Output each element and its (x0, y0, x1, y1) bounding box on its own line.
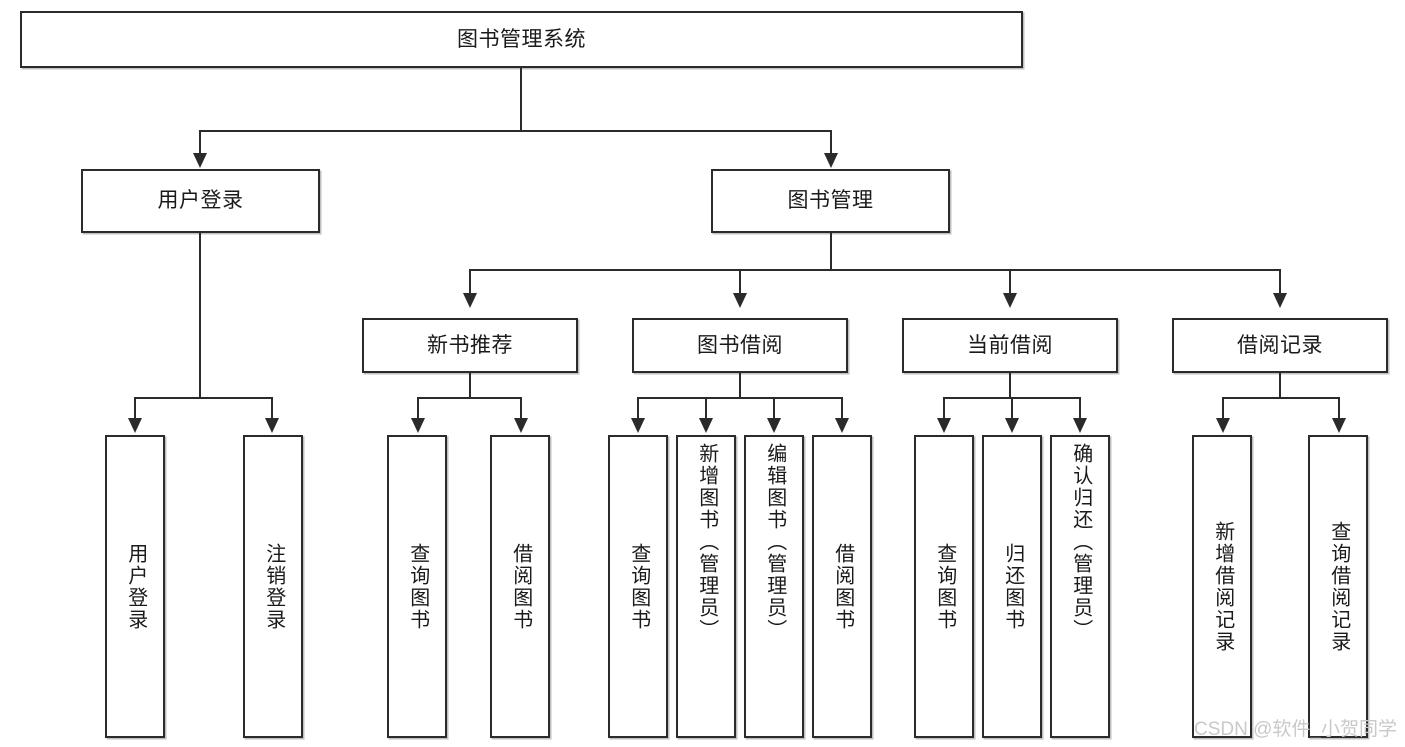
edge-user-login-leaf-2 (271, 397, 273, 419)
edge-user-login-stem (199, 233, 201, 397)
leaf-cb-return-book-label: 归还图书 (1001, 542, 1024, 631)
node-borrow-record-label: 借阅记录 (1237, 333, 1323, 357)
node-root-system-label: 图书管理系统 (457, 27, 586, 51)
edge-bb-stem (739, 373, 741, 397)
leaf-nbr-borrow-book[interactable]: 借阅图书 (490, 435, 550, 738)
node-new-book-recommend-label: 新书推荐 (427, 333, 513, 357)
arrowhead-cb-leaf-3 (1073, 418, 1087, 433)
arrowhead-user-login (193, 153, 207, 168)
edge-nbr-leaf-1 (417, 397, 419, 419)
edge-user-login-bus (134, 397, 272, 399)
arrowhead-borrow-record (1273, 293, 1287, 308)
edge-bm-to-borrow-record (1279, 269, 1281, 295)
leaf-bb-add-book-admin[interactable]: 新增图书（管理员） (676, 435, 736, 738)
edge-bb-leaf-3 (773, 397, 775, 419)
leaf-bb-add-book-admin-label: 新增图书（管理员） (695, 443, 718, 641)
leaf-bb-edit-book-admin[interactable]: 编辑图书（管理员） (744, 435, 804, 738)
node-book-borrow-label: 图书借阅 (697, 333, 783, 357)
leaf-nbr-borrow-book-label: 借阅图书 (509, 542, 532, 631)
arrowhead-cb-leaf-2 (1005, 418, 1019, 433)
edge-root-stem (520, 68, 522, 130)
edge-book-manage-stem (830, 233, 832, 269)
arrowhead-nbr-leaf-2 (514, 418, 528, 433)
csdn-watermark: CSDN @软件_小贺同学 (1194, 719, 1397, 740)
node-root-system[interactable]: 图书管理系统 (20, 11, 1023, 68)
arrowhead-leaf-logout (265, 418, 279, 433)
leaf-logout-label: 注销登录 (262, 542, 285, 631)
node-book-manage[interactable]: 图书管理 (711, 169, 950, 233)
leaf-cb-query-book[interactable]: 查询图书 (914, 435, 974, 738)
edge-bm-to-current-borrow (1009, 269, 1011, 295)
leaf-cb-confirm-return-admin-label: 确认归还（管理员） (1069, 443, 1092, 641)
edge-bm-to-new-book (469, 269, 471, 295)
edge-br-leaf-1 (1222, 397, 1224, 419)
leaf-cb-return-book[interactable]: 归还图书 (982, 435, 1042, 738)
edge-bb-bus (637, 397, 843, 399)
arrowhead-bb-leaf-1 (631, 418, 645, 433)
leaf-br-add-record[interactable]: 新增借阅记录 (1192, 435, 1252, 738)
node-current-borrow-label: 当前借阅 (967, 333, 1053, 357)
edge-cb-leaf-3 (1079, 397, 1081, 419)
leaf-user-login[interactable]: 用户登录 (105, 435, 165, 738)
node-user-login-label: 用户登录 (157, 189, 244, 213)
edge-root-to-book-manage (830, 130, 832, 155)
edge-bb-leaf-2 (705, 397, 707, 419)
node-user-login[interactable]: 用户登录 (81, 169, 320, 233)
node-borrow-record[interactable]: 借阅记录 (1172, 318, 1388, 373)
edge-root-to-user-login (199, 130, 201, 155)
arrowhead-bb-leaf-4 (835, 418, 849, 433)
edge-cb-leaf-1 (943, 397, 945, 419)
leaf-br-query-record-label: 查询借阅记录 (1327, 520, 1350, 653)
edge-bb-leaf-4 (841, 397, 843, 419)
arrowhead-cb-leaf-1 (937, 418, 951, 433)
edge-br-stem (1279, 373, 1281, 397)
edge-user-login-leaf-1 (134, 397, 136, 419)
leaf-user-login-label: 用户登录 (124, 542, 147, 631)
arrowhead-leaf-user-login (128, 418, 142, 433)
node-book-manage-label: 图书管理 (787, 189, 874, 213)
leaf-bb-query-book[interactable]: 查询图书 (608, 435, 668, 738)
arrowhead-br-leaf-2 (1332, 418, 1346, 433)
edge-cb-stem (1009, 373, 1011, 397)
leaf-cb-confirm-return-admin[interactable]: 确认归还（管理员） (1050, 435, 1110, 738)
edge-bm-to-book-borrow (739, 269, 741, 295)
edge-nbr-stem (469, 373, 471, 397)
edge-bb-leaf-1 (637, 397, 639, 419)
leaf-bb-edit-book-admin-label: 编辑图书（管理员） (763, 443, 786, 641)
arrowhead-current-borrow (1003, 293, 1017, 308)
leaf-logout[interactable]: 注销登录 (243, 435, 303, 738)
node-current-borrow[interactable]: 当前借阅 (902, 318, 1118, 373)
edge-br-leaf-2 (1338, 397, 1340, 419)
edge-cb-leaf-2 (1011, 397, 1013, 419)
arrowhead-new-book-recommend (463, 293, 477, 308)
leaf-bb-query-book-label: 查询图书 (627, 542, 650, 631)
leaf-cb-query-book-label: 查询图书 (933, 542, 956, 631)
arrowhead-nbr-leaf-1 (411, 418, 425, 433)
arrowhead-bb-leaf-2 (699, 418, 713, 433)
leaf-bb-borrow-book[interactable]: 借阅图书 (812, 435, 872, 738)
leaf-nbr-query-book[interactable]: 查询图书 (387, 435, 447, 738)
arrowhead-br-leaf-1 (1216, 418, 1230, 433)
edge-br-bus (1222, 397, 1339, 399)
edge-nbr-bus (417, 397, 521, 399)
leaf-br-add-record-label: 新增借阅记录 (1211, 520, 1234, 653)
leaf-br-query-record[interactable]: 查询借阅记录 (1308, 435, 1368, 738)
node-new-book-recommend[interactable]: 新书推荐 (362, 318, 578, 373)
arrowhead-book-manage (824, 153, 838, 168)
leaf-bb-borrow-book-label: 借阅图书 (831, 542, 854, 631)
node-book-borrow[interactable]: 图书借阅 (632, 318, 848, 373)
edge-root-bus (199, 130, 831, 132)
arrowhead-bb-leaf-3 (767, 418, 781, 433)
edge-nbr-leaf-2 (520, 397, 522, 419)
arrowhead-book-borrow (733, 293, 747, 308)
leaf-nbr-query-book-label: 查询图书 (406, 542, 429, 631)
edge-book-manage-bus (469, 269, 1281, 271)
